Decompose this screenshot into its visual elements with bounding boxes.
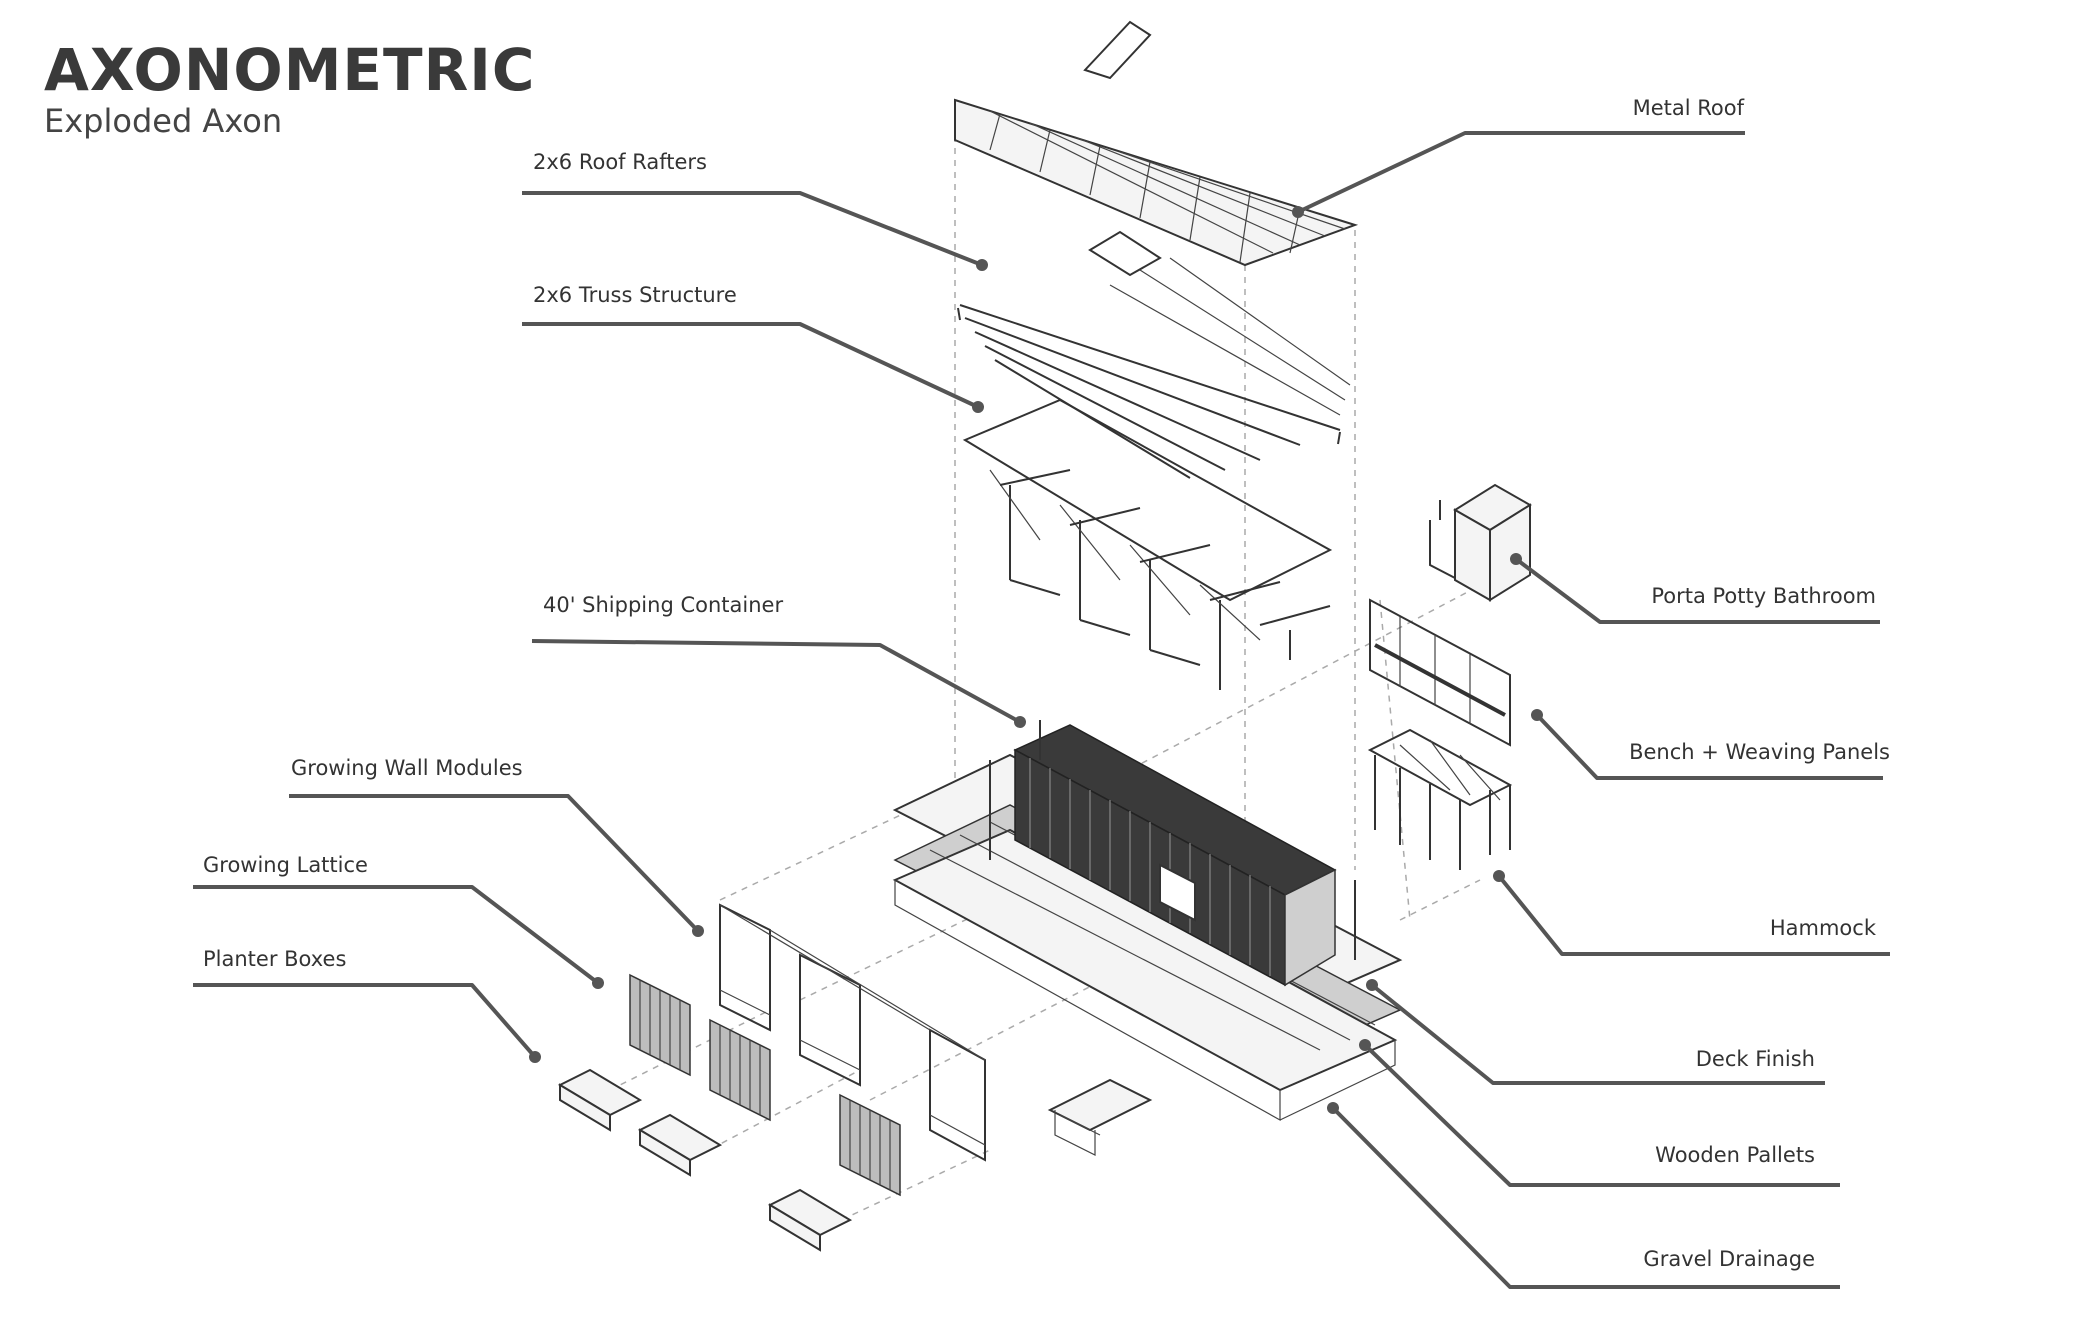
leader-dot-roof-rafters <box>976 259 988 271</box>
leader-planter <box>193 983 537 1059</box>
leader-gravel <box>1331 1106 1840 1289</box>
page-title: AXONOMETRIC <box>44 36 536 104</box>
bench-weaving-element <box>1369 598 1511 747</box>
leader-dot-container <box>1014 716 1026 728</box>
leader-growing-wall <box>289 794 700 933</box>
label-growing-lattice: Growing Lattice <box>203 853 368 877</box>
roof-rafters-element <box>957 230 1351 479</box>
leader-dot-gravel <box>1327 1102 1339 1114</box>
leader-dot-hammock <box>1493 870 1505 882</box>
label-deck-finish: Deck Finish <box>1695 1047 1815 1071</box>
leader-dot-truss <box>972 401 984 413</box>
label-gravel-drainage: Gravel Drainage <box>1643 1247 1815 1271</box>
leader-roof-rafters <box>522 191 983 267</box>
leader-dot-wooden-pallets <box>1359 1039 1371 1051</box>
truss-structure-element <box>962 398 1333 690</box>
planter-boxes-element <box>557 1068 853 1252</box>
leader-dot-growing-wall <box>692 925 704 937</box>
hammock-element <box>1367 728 1513 870</box>
label-bench-weaving: Bench + Weaving Panels <box>1629 740 1890 764</box>
leader-dot-lattice <box>592 977 604 989</box>
label-porta-potty: Porta Potty Bathroom <box>1651 584 1876 608</box>
label-wooden-pallets: Wooden Pallets <box>1655 1143 1815 1167</box>
leader-hammock <box>1497 874 1890 956</box>
metal-roof-element <box>954 20 1359 267</box>
growing-lattice-element <box>629 973 901 1197</box>
leader-porta-potty <box>1514 557 1880 624</box>
label-shipping-container: 40' Shipping Container <box>543 593 784 617</box>
label-growing-wall-modules: Growing Wall Modules <box>291 756 523 780</box>
leader-wooden-pallets <box>1363 1043 1840 1187</box>
leader-bench <box>1535 713 1883 780</box>
leader-dot-bench <box>1531 709 1543 721</box>
label-planter-boxes: Planter Boxes <box>203 947 347 971</box>
label-truss-structure: 2x6 Truss Structure <box>533 283 737 307</box>
label-metal-roof: Metal Roof <box>1632 96 1744 120</box>
leader-dot-deck-finish <box>1366 979 1378 991</box>
leader-lines <box>193 131 1890 1289</box>
leader-dot-planter <box>529 1051 541 1063</box>
leader-dot-porta-potty <box>1510 553 1522 565</box>
page-subtitle: Exploded Axon <box>44 102 283 140</box>
shipping-container-element <box>989 720 1356 987</box>
leader-metal-roof <box>1297 131 1745 214</box>
leader-container <box>531 639 1021 724</box>
leader-deck-finish <box>1370 983 1825 1085</box>
ramp-element <box>1047 1078 1153 1156</box>
leader-lattice <box>193 885 600 985</box>
label-roof-rafters: 2x6 Roof Rafters <box>533 150 707 174</box>
leader-truss <box>522 322 979 409</box>
growing-wall-modules-element <box>719 903 986 1162</box>
leader-dot-metal-roof <box>1292 206 1304 218</box>
label-hammock: Hammock <box>1769 916 1876 940</box>
porta-potty-element <box>1429 483 1532 602</box>
